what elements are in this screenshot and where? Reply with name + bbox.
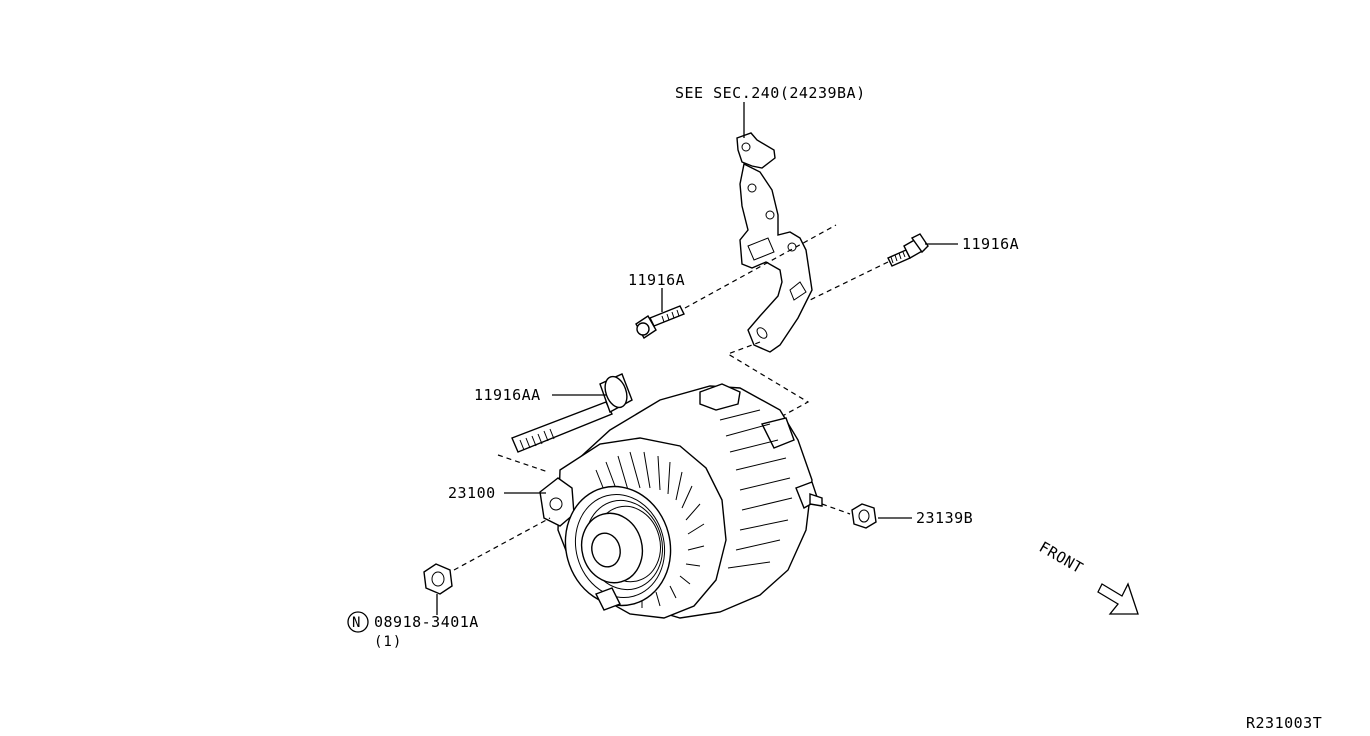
- front-direction-indicator: FRONT: [1036, 538, 1139, 615]
- nut-08918-3401a[interactable]: [423, 563, 453, 595]
- front-arrow-icon: [1097, 582, 1139, 615]
- alternator-23100[interactable]: [539, 383, 823, 619]
- nut-terminal-label: 23139B: [916, 509, 973, 527]
- see-section-label: SEE SEC.240(24239BA): [675, 84, 866, 102]
- nut-quantity-label: (1): [374, 634, 402, 650]
- nut-part-number-label: 08918-3401A: [374, 613, 479, 631]
- bolt-right-label: 11916A: [962, 235, 1019, 253]
- nut-prefix-symbol: N: [352, 615, 361, 631]
- diagram-code: R231003T: [1246, 714, 1322, 732]
- long-bolt-label: 11916AA: [474, 386, 541, 404]
- front-label: FRONT: [1036, 538, 1086, 577]
- alternator-label: 23100: [448, 484, 496, 502]
- bolt-left-label: 11916A: [628, 271, 685, 289]
- long-bolt-11916aa[interactable]: [511, 373, 633, 453]
- bolt-11916a-right[interactable]: [887, 233, 929, 267]
- harness-bracket[interactable]: [736, 132, 813, 353]
- bolt-11916a-left[interactable]: [635, 305, 685, 339]
- nut-23139b[interactable]: [851, 503, 877, 529]
